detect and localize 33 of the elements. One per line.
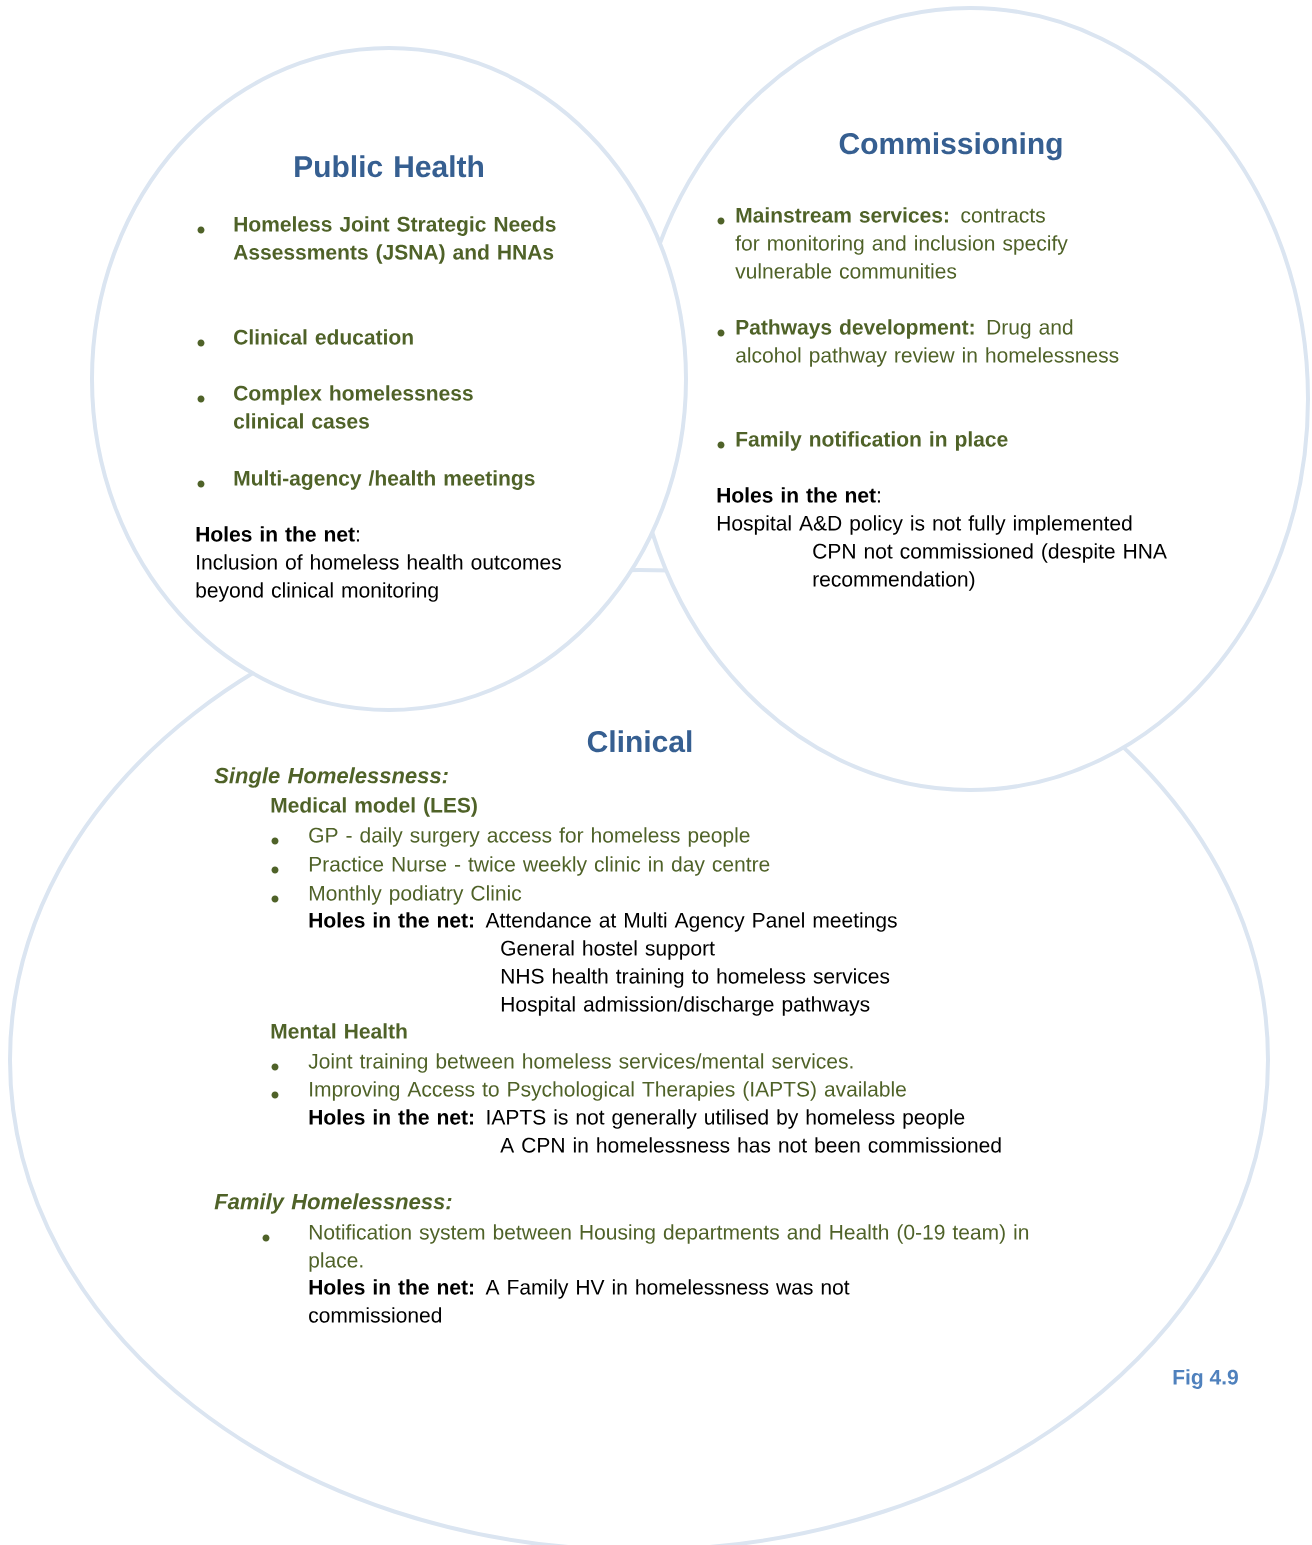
circle-heading: Clinical: [587, 730, 692, 753]
bullet-text: Homeless Joint Strategic Needs Assessments (JSNA) and HNAs: [233, 216, 556, 264]
note-text: General hostel support: [501, 940, 715, 960]
bullet-text: GP - daily surgery access for homeless people: [309, 827, 750, 847]
bullet-text: Mental Health: [271, 1023, 407, 1039]
circle-heading: Commissioning: [839, 132, 1062, 161]
figure-number: Fig 4.9: [1173, 1369, 1238, 1389]
section-heading: Family Homelessness:: [214, 1193, 452, 1214]
bullet-text: Multi-agency /health meetings: [234, 470, 535, 490]
note-text: Hospital admission/discharge pathways: [501, 996, 870, 1016]
note-text: Hospital A&D policy is not fully implemented: [717, 515, 1132, 535]
circle-heading: Public Health: [295, 155, 483, 178]
note-text: A CPN in homelessness has not been commissioned: [500, 1137, 1001, 1153]
bullet-text: Medical model (LES): [271, 797, 477, 817]
note-text: NHS health training to homeless services: [501, 968, 890, 988]
note-text: CPN not commissioned (despite HNA recommendation): [813, 543, 1167, 591]
bullet-text: Pathways development: Drug and alcohol pathway review in homelessness: [736, 319, 1119, 367]
bullet-text: Improving Access to Psychological Therapies (IAPTS) available: [310, 1081, 906, 1101]
bullet-text: Practice Nurse - twice weekly clinic in day centre: [309, 856, 770, 876]
note-text: Holes in the net: A Family HV in homelessness was not commissioned: [309, 1279, 850, 1323]
bullet-text: Family notification in place: [736, 431, 1008, 451]
note-text: Holes in the net:: [717, 487, 880, 503]
bullet-text: Joint training between homeless services/mental services.: [308, 1053, 853, 1073]
section-heading: Single Homelessness:: [214, 767, 448, 788]
note-text: Inclusion of homeless health outcomes beyond clinical monitoring: [196, 554, 561, 602]
bullet-text: Complex homelessness clinical cases: [234, 385, 473, 429]
note-text: Holes in the net: Attendance at Multi Agency Panel meetings: [309, 912, 897, 932]
note-text: Holes in the net:: [196, 526, 359, 542]
note-text: Holes in the net: IAPTS is not generally utilised by homeless people: [309, 1109, 965, 1129]
bullet-text: Monthly podiatry Clinic: [309, 885, 522, 905]
bullet-text: Notification system between Housing departments and Health (0-19 team) in place.: [309, 1224, 1029, 1272]
bullet-text: Clinical education: [234, 329, 413, 345]
bullet-text: Mainstream services: contracts for monitoring and inclusion specify vulnerable communities: [735, 207, 1068, 279]
